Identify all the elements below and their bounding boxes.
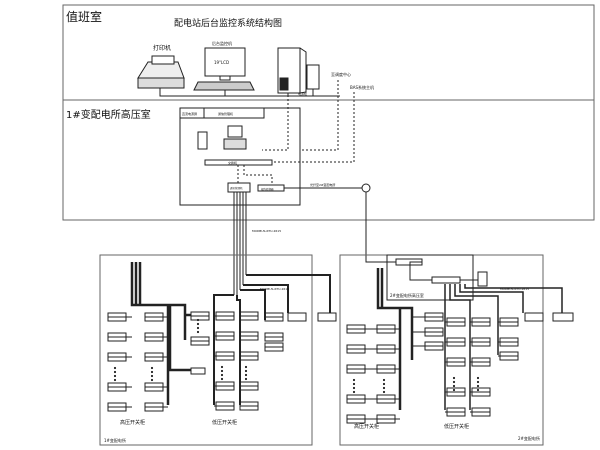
ellipsis-dot bbox=[113, 378, 117, 382]
ellipsis-dot bbox=[352, 390, 356, 394]
ellipsis-dot bbox=[150, 378, 154, 382]
ellipsis-dot bbox=[382, 378, 386, 382]
bas-host-label: BAS系统主机 bbox=[350, 84, 374, 90]
ellipsis-dot bbox=[113, 370, 117, 374]
ellipsis-dot bbox=[244, 373, 248, 377]
monitor-caption: 后台监控机 bbox=[212, 40, 232, 46]
plc-icon bbox=[477, 271, 488, 287]
ellipsis-dot bbox=[352, 378, 356, 382]
ellipsis-dot bbox=[150, 374, 154, 378]
fiber-label: 光纤至2#变配电所 bbox=[310, 182, 335, 187]
ellipsis-dot bbox=[382, 390, 386, 394]
printer-icon bbox=[137, 55, 185, 89]
substation2-hv-room-frame bbox=[386, 254, 474, 301]
power-cabinet-label: 电源柜 bbox=[298, 91, 307, 96]
ellipsis-dot bbox=[382, 386, 386, 390]
ellipsis-dot bbox=[452, 376, 456, 380]
printer-label: 打印机 bbox=[153, 44, 171, 52]
s1-protocol-label: MODBUS-RTU-2615 bbox=[260, 287, 289, 291]
monitor-screen-label: 19"LCD bbox=[214, 60, 229, 65]
s1-lv-switchgear-label: 低压开关柜 bbox=[212, 419, 237, 426]
dashed-links bbox=[262, 80, 355, 163]
trunk-lines bbox=[233, 192, 247, 295]
diagram-title: 配电站后台监控系统结构图 bbox=[174, 17, 282, 29]
fiber-converter-icon bbox=[361, 183, 371, 193]
hub-label: 交换机 bbox=[228, 160, 237, 165]
hub-bar bbox=[204, 159, 273, 166]
ellipsis-dot bbox=[476, 380, 480, 384]
ellipsis-dot bbox=[476, 376, 480, 380]
ellipsis-dot bbox=[476, 384, 480, 388]
s2-protocol-label: MODBUS-RTU-2615 bbox=[500, 287, 529, 291]
trunk-protocol-label: MODBUS-RTU-2615 bbox=[252, 229, 281, 233]
ellipsis-dot bbox=[244, 365, 248, 369]
ellipsis-dot bbox=[220, 373, 224, 377]
aux-unit-label: 规约转换器 bbox=[261, 187, 274, 191]
comm-manager-header bbox=[203, 107, 265, 119]
dc-power-header-label: 直流电源屏 bbox=[182, 111, 197, 116]
ellipsis-dot bbox=[452, 384, 456, 388]
hv-room-pc-icon bbox=[223, 125, 247, 150]
comm-manager-box bbox=[227, 182, 251, 193]
ellipsis-dot bbox=[113, 366, 117, 370]
duty-room-bus bbox=[159, 88, 340, 97]
ellipsis-dot bbox=[150, 370, 154, 374]
monitoring-room-frame bbox=[62, 4, 595, 221]
power-cabinet-icon bbox=[306, 64, 320, 90]
comm-manager-label: 通讯管理机 bbox=[230, 186, 243, 190]
ellipsis-dot bbox=[196, 322, 200, 326]
s2-room-label: 2#变配电所高压室 bbox=[390, 292, 424, 298]
ellipsis-dot bbox=[220, 369, 224, 373]
ellipsis-dot bbox=[476, 388, 480, 392]
monitor-icon bbox=[193, 47, 255, 91]
ellipsis-dot bbox=[382, 382, 386, 386]
ellipsis-dot bbox=[244, 369, 248, 373]
ellipsis-dot bbox=[220, 365, 224, 369]
ellipsis-dot bbox=[452, 388, 456, 392]
ellipsis-dot bbox=[352, 382, 356, 386]
ellipsis-dot bbox=[113, 374, 117, 378]
comm-manager-header-label: 通信管理机 bbox=[218, 111, 233, 116]
ellipsis-dot bbox=[150, 366, 154, 370]
ellipsis-dot bbox=[244, 377, 248, 381]
hv-room-power-icon bbox=[197, 131, 208, 150]
pc-tower-icon bbox=[277, 47, 307, 94]
hv-room-frame bbox=[179, 107, 301, 206]
ellipsis-dot bbox=[220, 377, 224, 381]
s2-hv-switchgear-label: 高压开关柜 bbox=[354, 423, 379, 430]
ellipsis-dot bbox=[196, 318, 200, 322]
ellipsis-dot bbox=[352, 386, 356, 390]
hv-room-label: 1#变配电所高压室 bbox=[66, 108, 151, 121]
substation1-frame bbox=[99, 254, 313, 446]
ellipsis-dot bbox=[452, 380, 456, 384]
ellipsis-dot bbox=[196, 330, 200, 334]
ellipsis-dot bbox=[196, 326, 200, 330]
s2-lv-switchgear-label: 低压开关柜 bbox=[444, 423, 469, 430]
s2-label: 2#变配电所 bbox=[518, 435, 540, 441]
duty-room-label: 值班室 bbox=[66, 9, 102, 24]
to-dispatch-label: 至调度中心 bbox=[331, 71, 351, 77]
s1-label: 1#变配电所 bbox=[104, 437, 126, 443]
s1-hv-switchgear-label: 高压开关柜 bbox=[120, 419, 145, 426]
